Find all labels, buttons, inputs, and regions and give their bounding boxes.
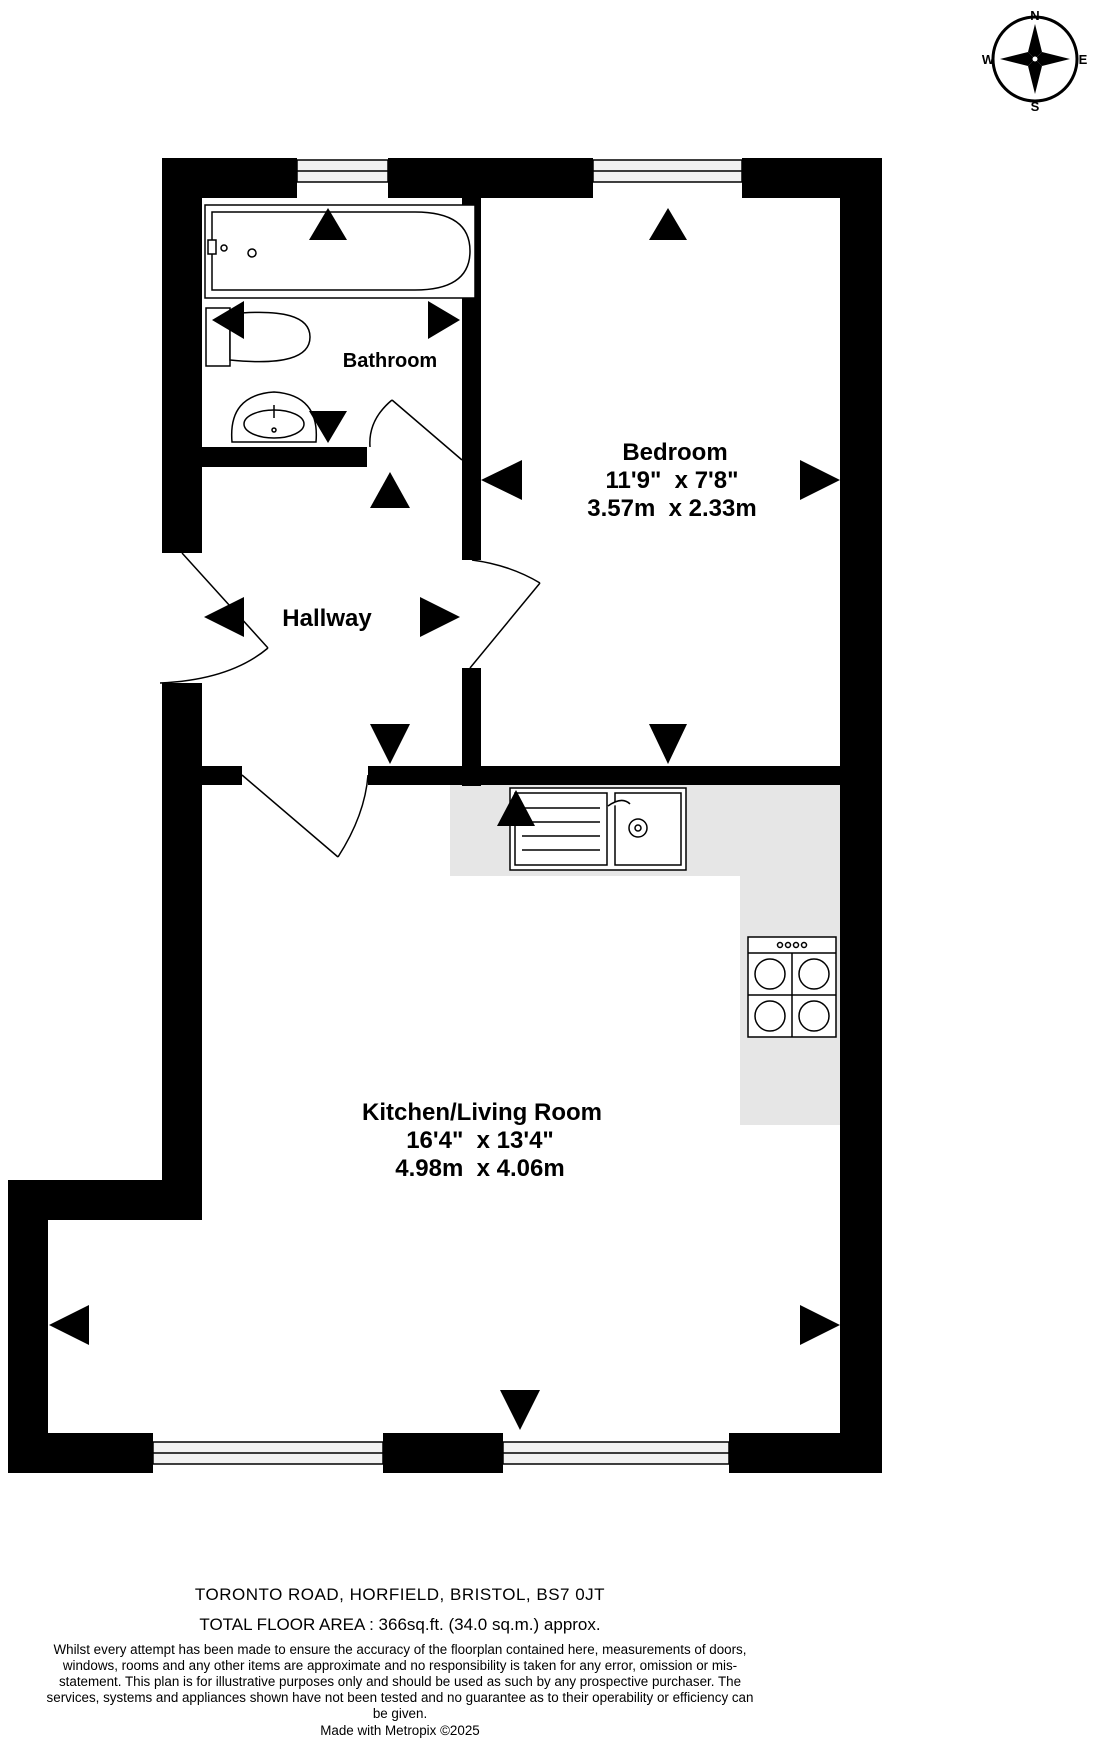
made-with-credit: Made with Metropix ©2025 [320,1723,480,1738]
kitchen-sink [509,787,687,871]
door-entrance [159,552,269,684]
bedroom-metric: 3.57m x 2.33m [587,495,756,522]
bathroom-name: Bathroom [343,350,437,372]
doors [159,399,541,858]
window-kitchen-left [152,1441,384,1465]
windows [152,159,743,1465]
property-address: TORONTO ROAD, HORFIELD, BRISTOL, BS7 0JT [194,1585,606,1604]
window-kitchen-right [502,1441,730,1465]
total-floor-area: TOTAL FLOOR AREA : 366sq.ft. (34.0 sq.m.… [199,1615,601,1634]
bedroom-name: Bedroom [622,439,727,466]
window-bedroom [592,159,743,183]
compass-east-label: E [1079,52,1088,67]
wash-basin [230,391,318,443]
compass-west-label: W [982,52,995,67]
floor-plan: Bathroom Bedroom 11'9" x 7'8" 3.57m x 2.… [8,8,1088,1473]
compass-south-label: S [1031,99,1040,114]
compass-icon: N S E W [982,8,1088,114]
compass-north-label: N [1030,8,1039,23]
door-bedroom [469,559,541,669]
window-bathroom [296,159,389,183]
dimension-arrows [49,208,840,1430]
hob [747,936,837,1038]
hallway-name: Hallway [282,605,372,632]
door-kitchen [241,774,369,858]
disclaimer-text: Whilst every attempt has been made to en… [46,1642,754,1721]
door-bathroom [369,399,463,461]
walls [8,158,882,1473]
kitchen-metric: 4.98m x 4.06m [395,1155,564,1182]
kitchen-name: Kitchen/Living Room [362,1099,602,1126]
bathtub [204,204,476,299]
kitchen-imperial: 16'4" x 13'4" [406,1127,554,1154]
bedroom-imperial: 11'9" x 7'8" [606,467,739,494]
